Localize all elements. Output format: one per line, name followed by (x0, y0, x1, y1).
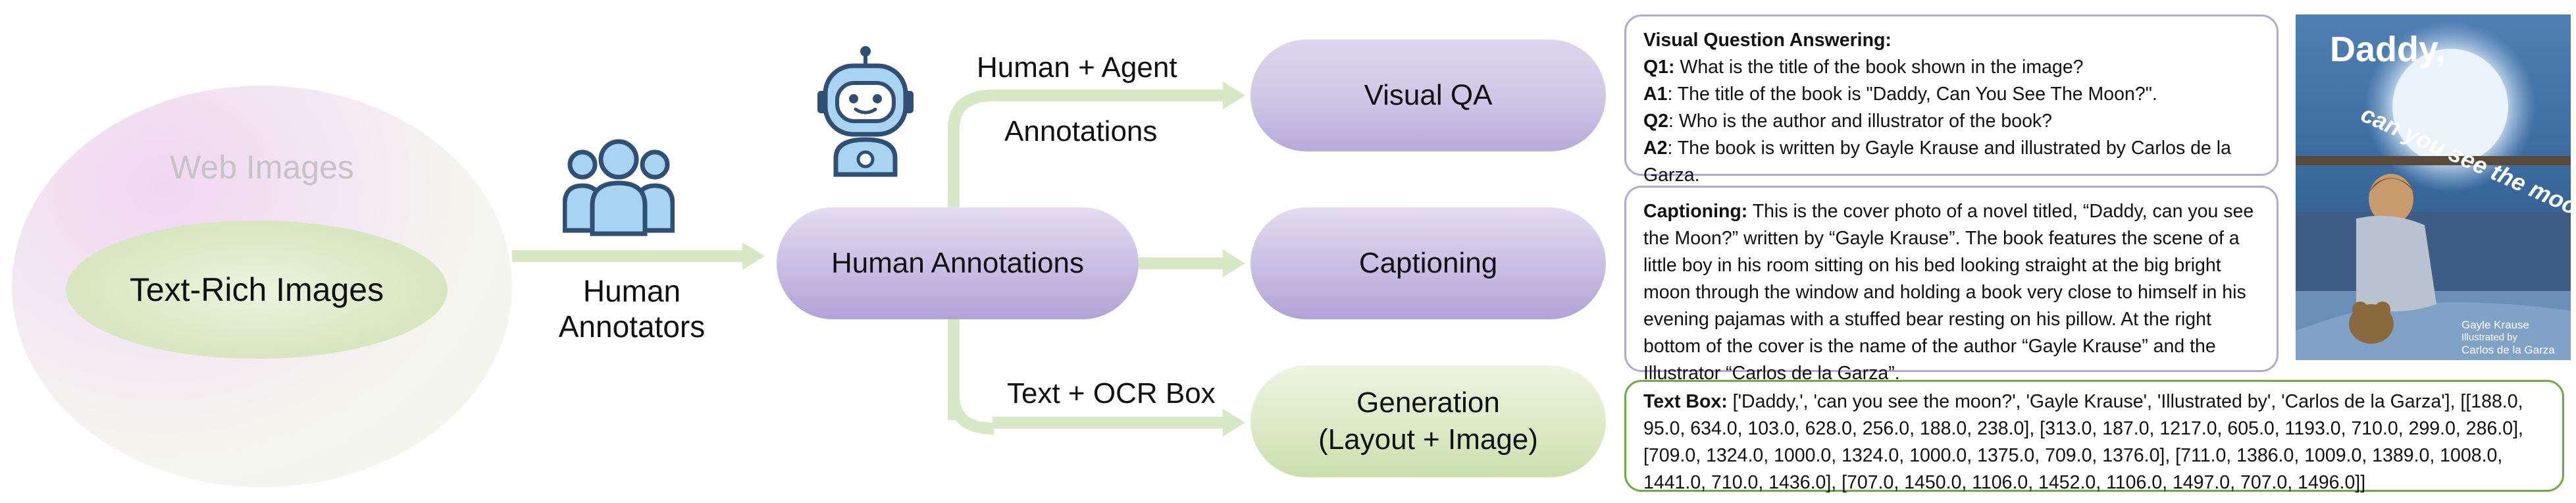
arrow-sources-to-annotations (512, 250, 742, 262)
arrow-curve-bottom (948, 395, 994, 435)
arrow-branch-trunk (948, 122, 960, 207)
a1-text: : The title of the book is "Daddy, Can Y… (1667, 84, 2157, 105)
arrow-to-captioning (1139, 257, 1223, 269)
caption-box-label: Captioning: (1643, 201, 1748, 222)
arrow-branch-trunk-lower (948, 319, 960, 420)
q2-label: Q2 (1643, 111, 1669, 132)
q1-label: Q1: (1643, 57, 1675, 78)
web-images-label: Web Images (170, 149, 354, 186)
generation-node: Generation (Layout + Image) (1250, 365, 1606, 477)
arrow-to-vqa (992, 90, 1223, 101)
book-illustrator: Carlos de la Garza (2461, 344, 2555, 356)
caption-box-text: This is the cover photo of a novel title… (1643, 201, 2254, 384)
textbox-example-box: Text Box: ['Daddy,', 'can you see the mo… (1624, 380, 2564, 493)
vqa-example-box: Visual Question Answering: Q1: What is t… (1624, 14, 2279, 186)
a2-text: : The book is written by Gayle Krause an… (1643, 138, 2231, 186)
generation-sublabel: (Layout + Image) (1318, 423, 1538, 456)
textbox-box-label: Text Box: (1643, 391, 1728, 412)
q2-text: : Who is the author and illustrator of t… (1668, 111, 2053, 132)
human-annotations-node: Human Annotations (777, 207, 1139, 319)
text-rich-images-ellipse: Text-Rich Images (66, 221, 448, 359)
captioning-node: Captioning (1250, 207, 1606, 319)
arrow-head-generation (1223, 409, 1245, 437)
visual-qa-label: Visual QA (1364, 79, 1493, 111)
arrow-head-captioning (1223, 250, 1245, 277)
textbox-box-text: ['Daddy,', 'can you see the moon?', 'Gay… (1643, 391, 2523, 493)
book-cover-image: Daddy, can you see the moon? Gayle Kraus… (2296, 14, 2571, 360)
a1-label: A1 (1643, 84, 1668, 105)
text-rich-images-label: Text-Rich Images (129, 271, 384, 308)
people-icon (563, 139, 675, 236)
human-annotators-label: Human Annotators (558, 274, 706, 344)
arrow-head-sources (742, 242, 765, 270)
arrow-curve-top (948, 90, 994, 129)
visual-qa-node: Visual QA (1250, 40, 1606, 151)
book-illustrated-by: Illustrated by (2461, 332, 2518, 343)
caption-example-box: Captioning: This is the cover photo of a… (1624, 186, 2279, 384)
robot-icon (817, 46, 914, 177)
edge-label-text-ocr-box: Text + OCR Box (1007, 377, 1216, 410)
vqa-heading: Visual Question Answering: (1643, 30, 1892, 51)
arrow-head-vqa (1223, 82, 1245, 109)
book-cover-illustration (2296, 21, 2571, 360)
generation-label: Generation (1356, 386, 1500, 419)
q1-text: What is the title of the book shown in t… (1674, 57, 2084, 78)
book-author: Gayle Krause (2461, 319, 2529, 331)
captioning-label: Captioning (1358, 247, 1498, 279)
human-annotations-label: Human Annotations (831, 247, 1085, 279)
edge-label-human-agent: Human + Agent (977, 51, 1177, 84)
edge-label-annotations: Annotations (1004, 115, 1158, 147)
arrow-to-generation (992, 417, 1223, 429)
book-title-line1: Daddy, (2330, 30, 2446, 69)
a2-label: A2 (1643, 138, 1668, 159)
